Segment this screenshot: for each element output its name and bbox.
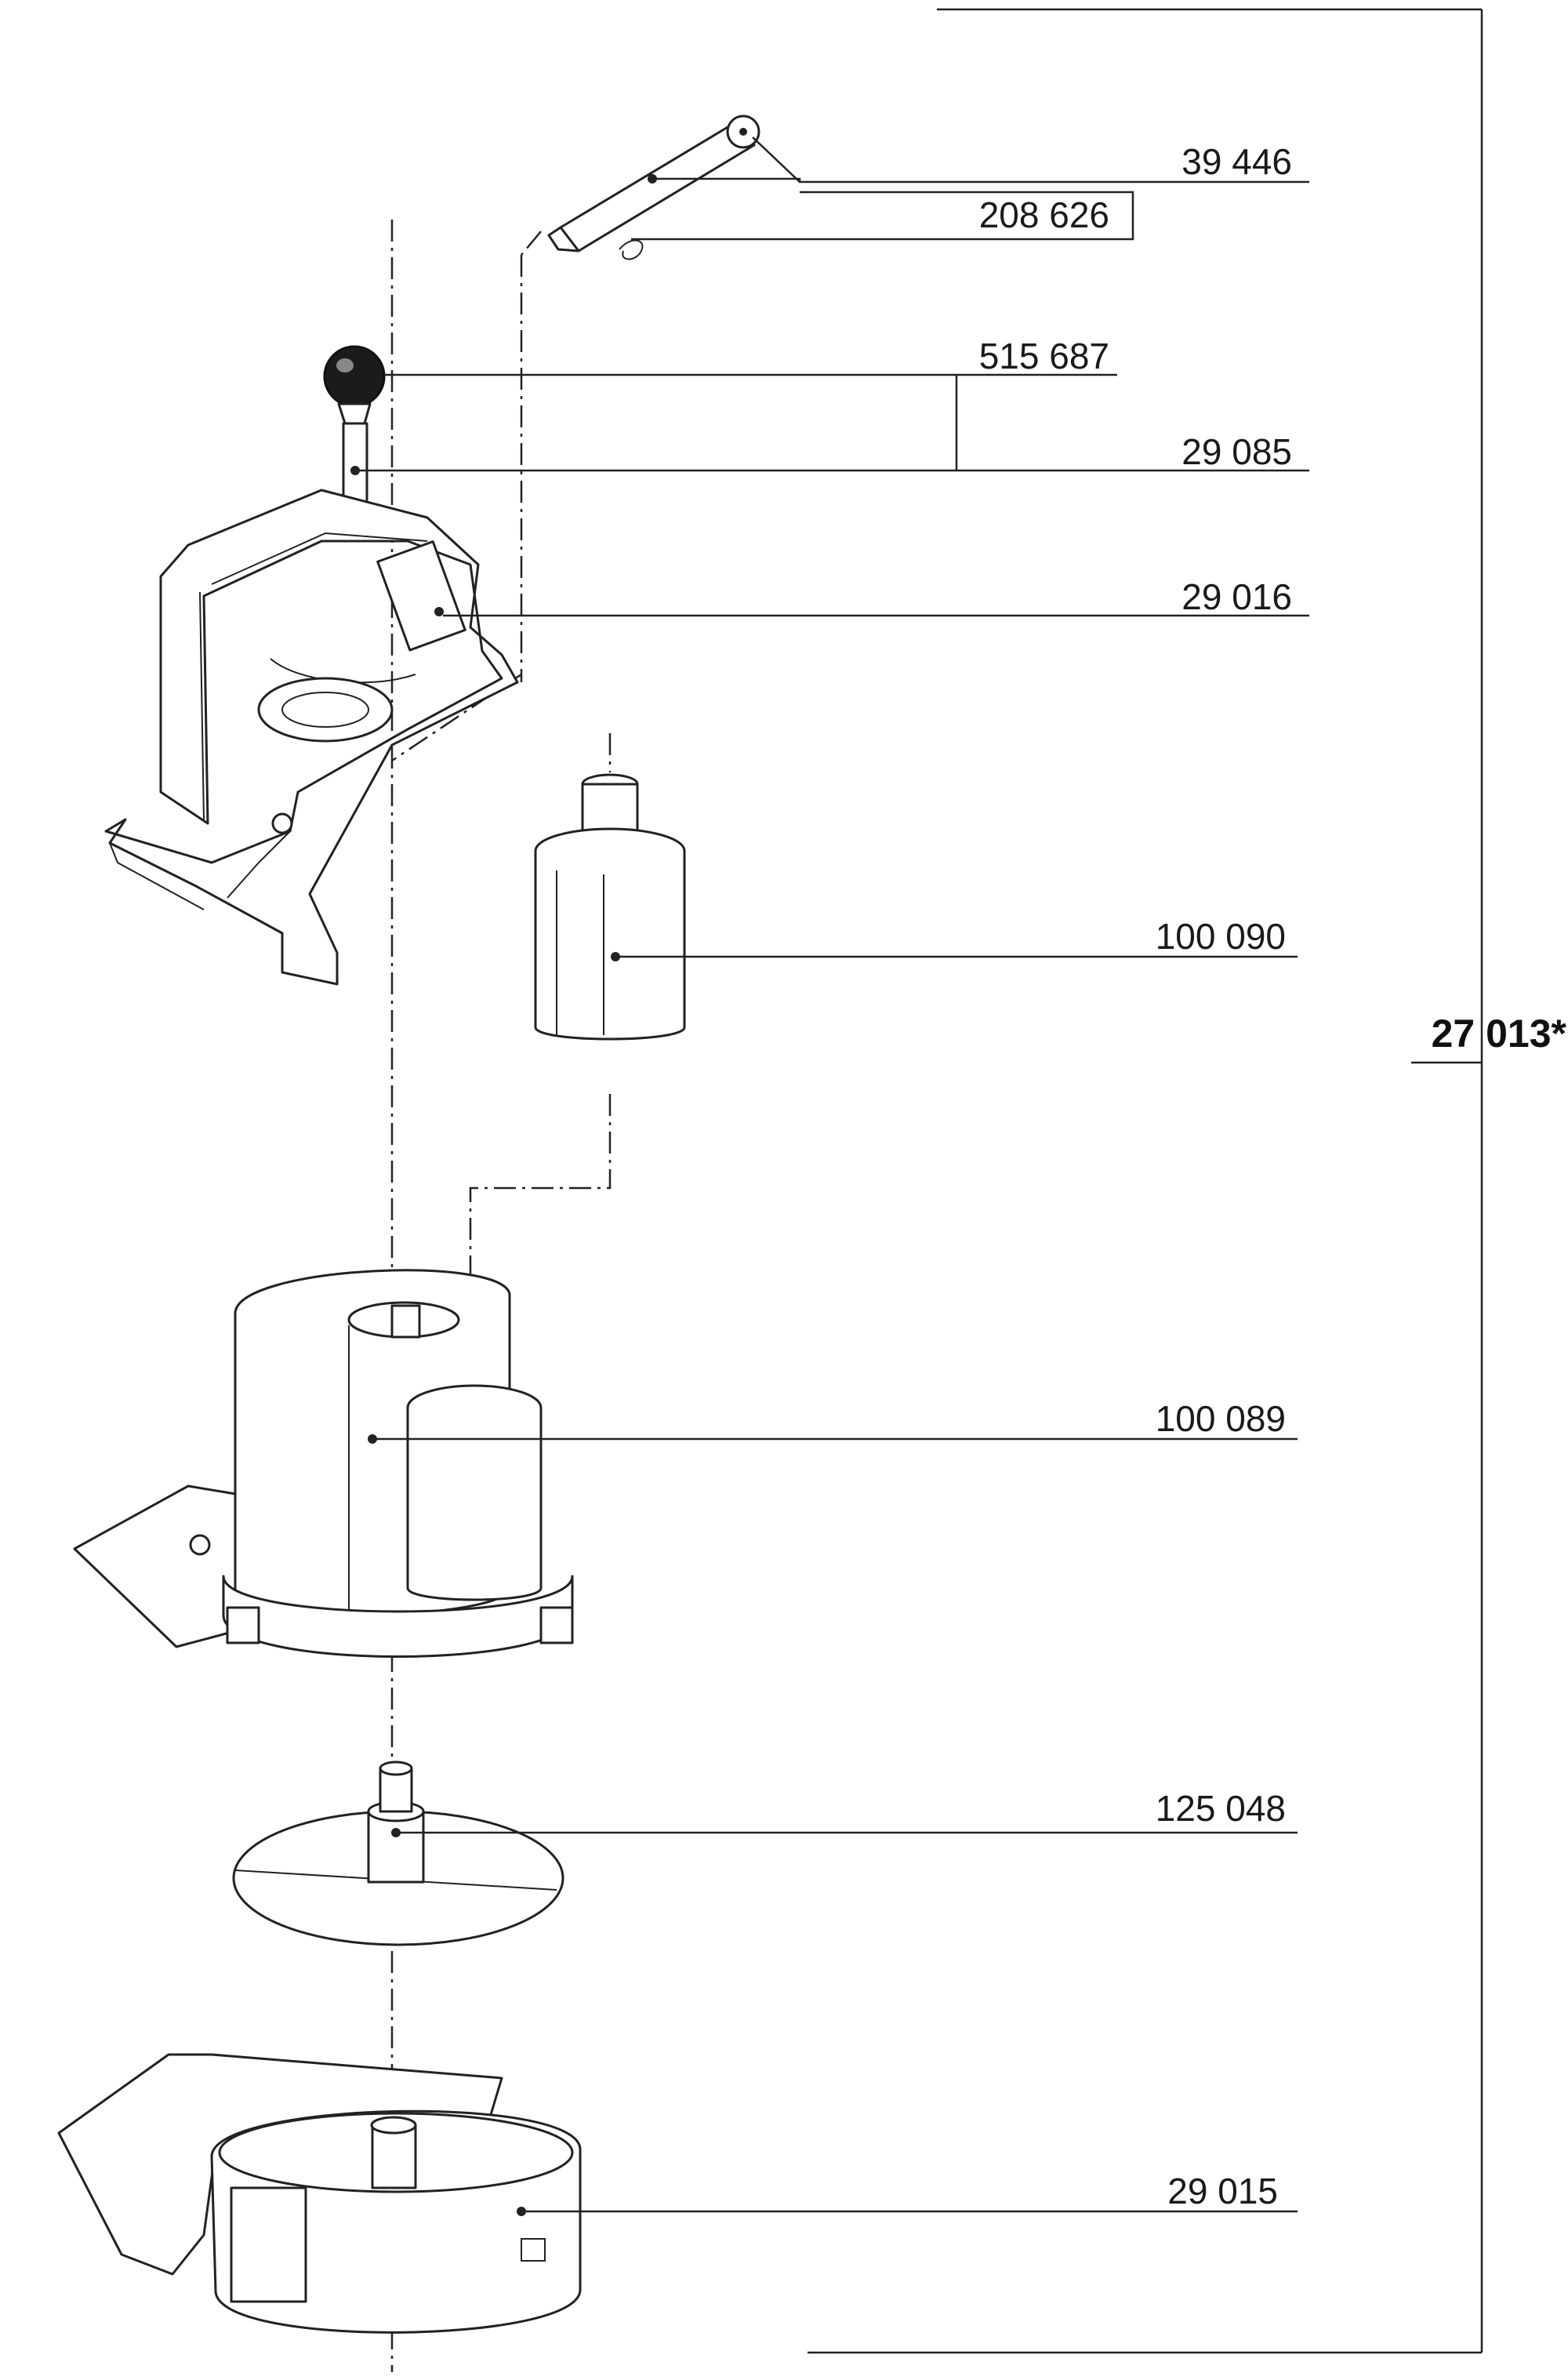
assembly-bracket [808,8,1483,2354]
cutting-disc-part [232,1760,564,1946]
pusher-part [534,773,686,1041]
part-number-label: 29 085 [1181,431,1292,472]
pin-rod-part [547,114,760,260]
lid-frame-part [104,345,519,986]
part-number-label: 515 687 [979,336,1109,376]
part-number-label: 29 015 [1167,2171,1278,2211]
leader-lines [355,136,1309,2213]
part-number-label: 100 089 [1156,1398,1286,1439]
part-number-label: 29 016 [1181,576,1292,617]
feed-housing-part [73,1269,574,1658]
part-number-label: 39 446 [1181,141,1292,182]
part-number-label: 125 048 [1156,1788,1286,1829]
base-bowl-part [57,2053,582,2334]
part-number-label: 208 626 [979,194,1109,235]
part-number-label: 100 090 [1156,916,1286,957]
assembly-number: 27 013* [1432,1012,1567,1056]
